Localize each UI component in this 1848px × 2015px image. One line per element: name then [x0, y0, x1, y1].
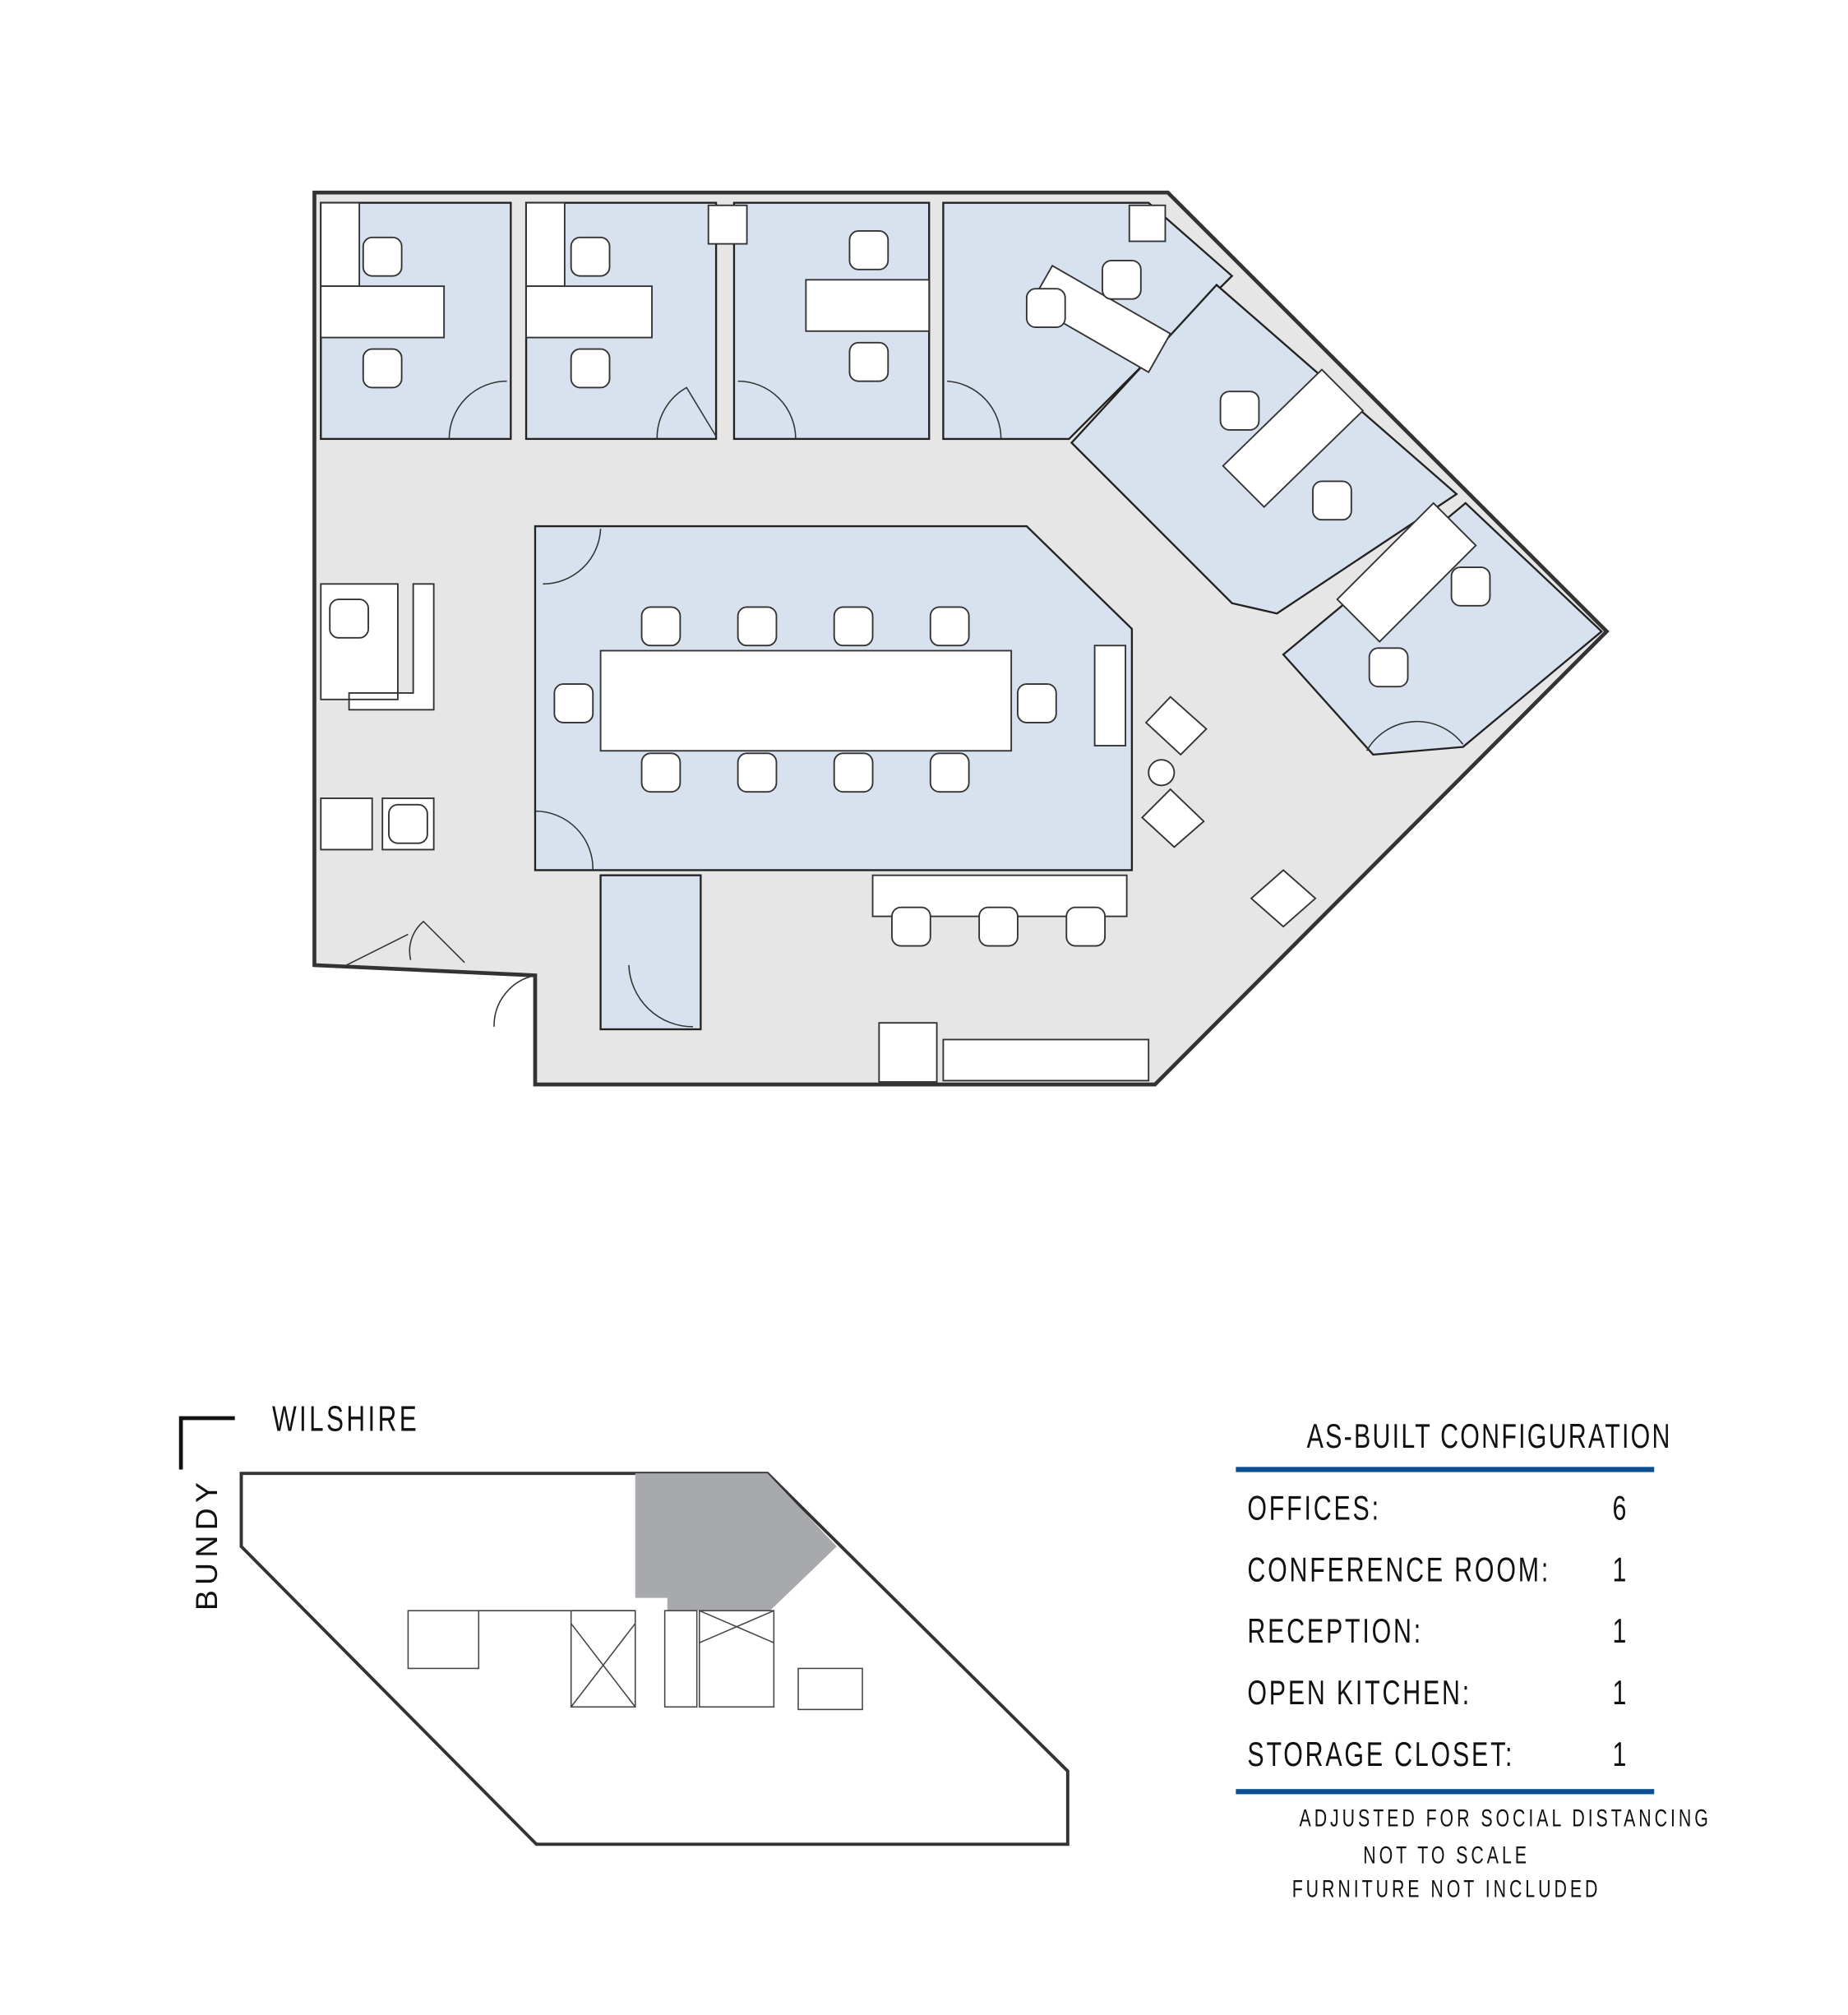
chair-icon — [1312, 480, 1352, 521]
chair-icon — [929, 752, 970, 793]
conference-table — [599, 649, 1013, 752]
chair-icon — [329, 598, 369, 639]
street-label-bundy: BUNDY — [190, 1477, 225, 1611]
chair-icon — [640, 606, 681, 647]
chair-icon — [737, 606, 778, 647]
chair-icon — [640, 752, 681, 793]
chair-icon — [570, 236, 611, 277]
chair-icon — [1017, 683, 1057, 723]
note-social-distancing: ADJUSTED FOR SOCIAL DISTANCING — [1299, 1805, 1712, 1833]
chair-icon — [362, 236, 403, 277]
key-plan — [178, 1416, 1070, 1846]
chair-icon — [1102, 259, 1142, 300]
chair-icon — [388, 803, 428, 844]
summary-row: RECEPTION:1 — [1247, 1611, 1629, 1651]
chair-icon — [848, 230, 889, 270]
chair-icon — [553, 683, 594, 723]
chair-icon — [1368, 647, 1409, 688]
chair-icon — [1065, 906, 1106, 947]
suite-location-highlight — [635, 1473, 837, 1611]
summary-bottom-rule — [1236, 1789, 1655, 1795]
chair-icon — [1219, 391, 1260, 431]
chair-icon — [891, 906, 931, 947]
summary-title: AS-BUILT CONFIGURATION — [1306, 1417, 1672, 1456]
summary-top-rule — [1236, 1467, 1655, 1472]
chair-icon — [848, 341, 889, 382]
chair-icon — [833, 606, 874, 647]
note-furniture: FURNITURE NOT INCLUDED — [1292, 1876, 1601, 1904]
chair-icon — [737, 752, 778, 793]
storage-closet — [599, 874, 702, 1031]
chair-icon — [362, 348, 403, 389]
chair-icon — [929, 606, 970, 647]
chair-icon — [570, 348, 611, 389]
chair-icon — [833, 752, 874, 793]
summary-row: CONFERENCE ROOM:1 — [1247, 1550, 1629, 1589]
chair-icon — [978, 906, 1019, 947]
summary-row: STORAGE CLOSET:1 — [1247, 1735, 1629, 1774]
chair-icon — [1025, 288, 1066, 329]
street-label-wilshire: WILSHIRE — [271, 1398, 420, 1439]
chair-icon — [1450, 566, 1491, 607]
summary-row: OPEN KITCHEN:1 — [1247, 1673, 1629, 1712]
summary-row: OFFICES:6 — [1247, 1488, 1629, 1527]
note-not-to-scale: NOT TO SCALE — [1363, 1842, 1531, 1870]
